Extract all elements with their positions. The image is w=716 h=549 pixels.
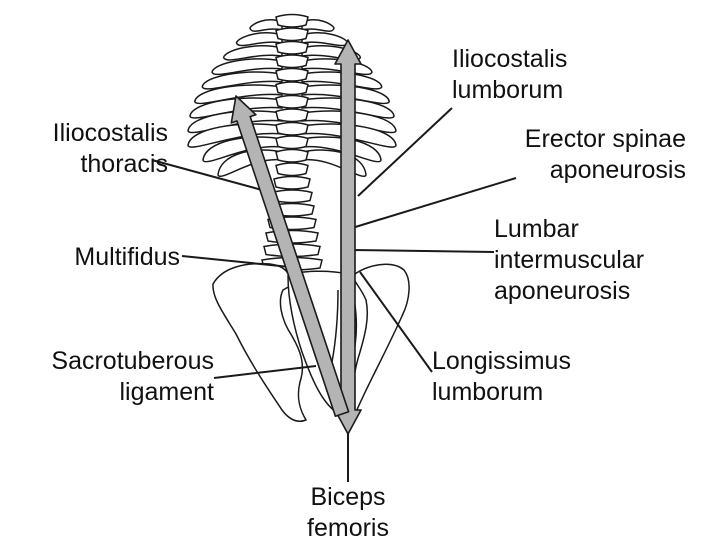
- label-iliocostalis-lumborum: Iliocostalis lumborum: [452, 44, 567, 106]
- label-sacrotuberous-ligament: Sacrotuberous ligament: [8, 346, 214, 408]
- label-line: Biceps: [292, 482, 404, 513]
- label-line: thoracis: [10, 149, 168, 180]
- vertebra: [276, 96, 308, 109]
- label-line: Sacrotuberous: [8, 346, 214, 377]
- label-line: Lumbar: [494, 214, 644, 245]
- label-iliocostalis-thoracis: Iliocostalis thoracis: [10, 118, 168, 180]
- label-line: ligament: [8, 377, 214, 408]
- label-line: Iliocostalis: [452, 44, 567, 75]
- label-line: lumborum: [432, 377, 571, 408]
- label-erector-spinae-aponeurosis: Erector spinae aponeurosis: [516, 124, 686, 186]
- label-multifidus: Multifidus: [38, 242, 180, 273]
- label-longissimus-lumborum: Longissimus lumborum: [432, 346, 571, 408]
- label-line: Erector spinae: [516, 124, 686, 155]
- leader-line: [352, 178, 516, 228]
- label-line: Iliocostalis: [10, 118, 168, 149]
- vertebra: [276, 82, 308, 95]
- label-lumbar-intermuscular-aponeurosis: Lumbar intermuscular aponeurosis: [494, 214, 644, 307]
- vertebra: [276, 28, 308, 41]
- vertebra: [276, 42, 308, 55]
- vertebra: [276, 150, 308, 163]
- rib-left: [224, 46, 282, 60]
- vertebra: [276, 15, 308, 28]
- right-ilium: [350, 264, 409, 412]
- vertebra: [276, 123, 308, 136]
- label-line: Longissimus: [432, 346, 571, 377]
- vertebra: [276, 163, 308, 176]
- label-line: intermuscular: [494, 245, 644, 276]
- label-line: aponeurosis: [494, 276, 644, 307]
- vertebra: [276, 55, 308, 68]
- vertebra: [276, 109, 308, 122]
- label-line: femoris: [292, 513, 404, 544]
- label-line: aponeurosis: [516, 155, 686, 186]
- vertebra: [276, 69, 308, 82]
- label-line: Multifidus: [38, 242, 180, 273]
- vertebra: [276, 136, 308, 149]
- leader-line: [352, 250, 494, 252]
- vertebra: [274, 177, 310, 190]
- label-line: lumborum: [452, 75, 567, 106]
- label-biceps-femoris: Biceps femoris: [292, 482, 404, 544]
